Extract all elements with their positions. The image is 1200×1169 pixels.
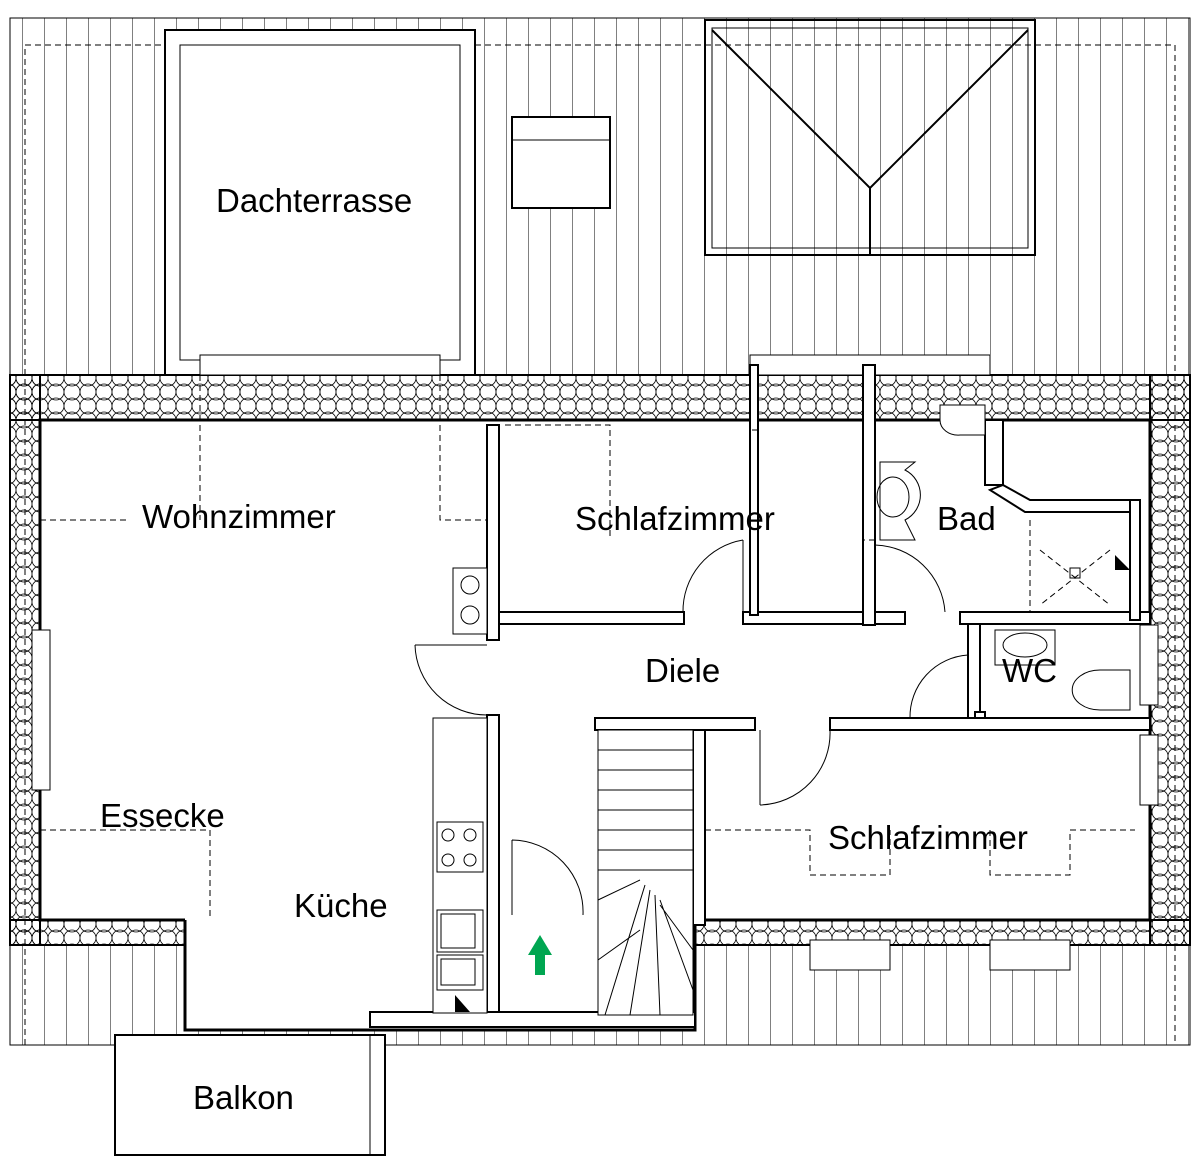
stove-icon: [436, 821, 484, 873]
toilet-icon: [939, 404, 986, 436]
shower-icon: [1029, 520, 1130, 612]
insulation-top: [9, 374, 1191, 421]
label-diele: Diele: [645, 652, 720, 689]
doors: [414, 539, 969, 916]
balkon: [114, 1034, 386, 1156]
kitchen-counter: [432, 717, 488, 1014]
washbasin-icon: [876, 461, 921, 541]
label-schlafzimmer-1: Schlafzimmer: [575, 500, 775, 537]
label-balkon: Balkon: [193, 1079, 294, 1116]
label-wc: WC: [1002, 652, 1057, 689]
entrance-arrow-icon: [528, 935, 552, 975]
label-bad: Bad: [937, 500, 996, 537]
staircase: [597, 729, 694, 1016]
label-essecke: Essecke: [100, 797, 225, 834]
wc-toilet-icon: [1071, 669, 1131, 711]
cooktop-wohn: [452, 567, 488, 635]
chimney: [511, 116, 611, 209]
insulation-bottom: [694, 919, 1191, 946]
label-wohnzimmer: Wohnzimmer: [142, 498, 336, 535]
dormer-roof: [704, 19, 1036, 256]
label-dachterrasse: Dachterrasse: [216, 182, 412, 219]
interior: [38, 418, 1152, 922]
label-schlafzimmer-2: Schlafzimmer: [828, 819, 1028, 856]
interior-walls: [369, 364, 1151, 1028]
label-kueche: Küche: [294, 887, 388, 924]
wc-washbasin-icon: [994, 629, 1056, 666]
dachterrasse: [164, 29, 476, 376]
sink-icon: [436, 909, 484, 991]
